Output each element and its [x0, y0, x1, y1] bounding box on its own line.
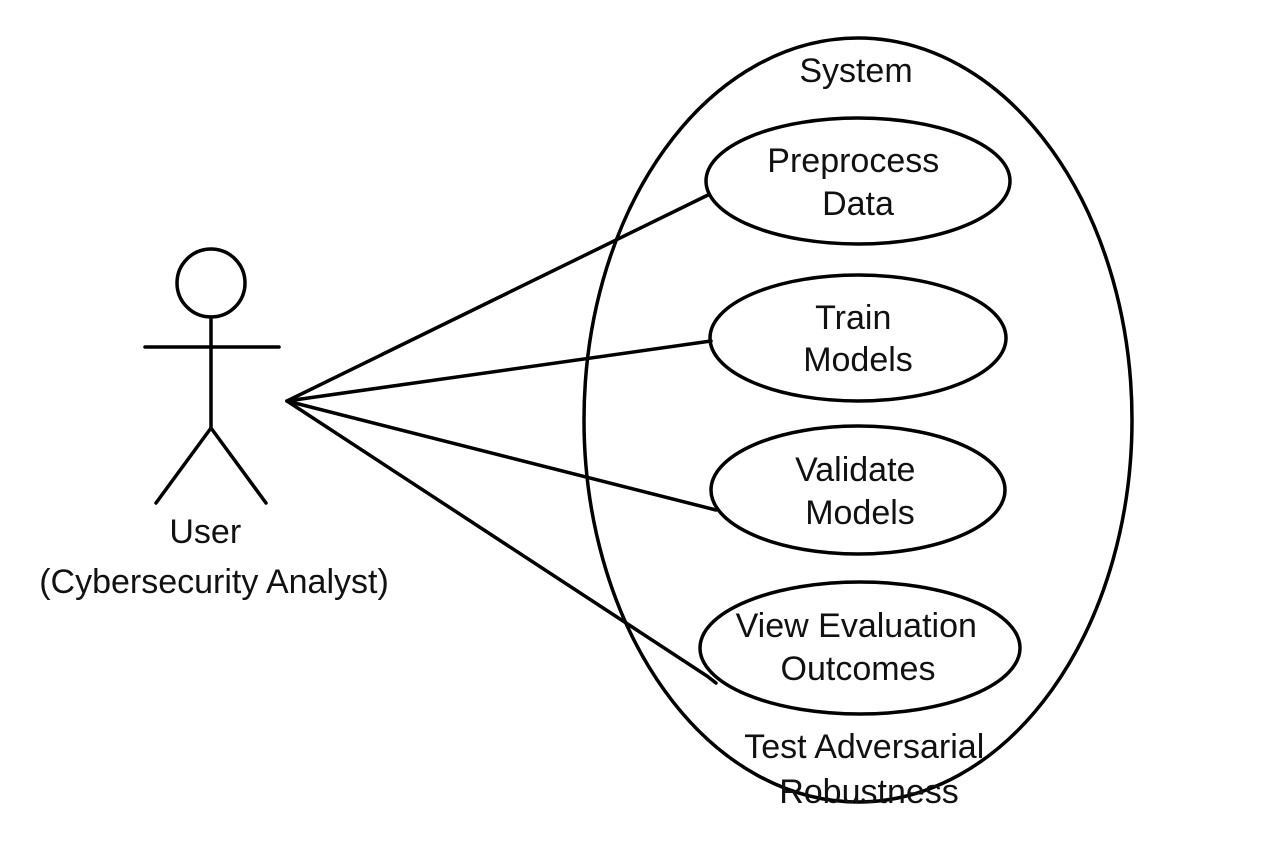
- use-case-label-line1: Preprocess: [767, 142, 939, 180]
- use-case-label-line1: Train: [815, 299, 891, 337]
- use-case-label-line2: Models: [803, 341, 913, 379]
- actor-role: (Cybersecurity Analyst): [39, 563, 389, 601]
- use-case-label-line1: View Evaluation: [736, 607, 977, 645]
- use-case-label: View Evaluation Outcomes: [736, 607, 987, 688]
- use-case-preprocess-data: Preprocess Data: [704, 116, 1012, 246]
- actor-label: User (Cybersecurity Analyst): [39, 513, 389, 601]
- use-case-train-models: Train Models: [708, 273, 1008, 403]
- use-case-label-line2: Outcomes: [781, 650, 936, 688]
- use-case-label: Train Models: [803, 299, 913, 379]
- use-case-oval: [709, 424, 1007, 556]
- actor-name: User: [169, 513, 241, 551]
- system-label: System: [799, 52, 912, 90]
- actor-right-leg: [209, 426, 268, 505]
- actor-left-leg: [154, 426, 213, 505]
- use-case-label-line1: Test Adversarial: [744, 728, 984, 766]
- association-line-train: [285, 339, 713, 403]
- use-case-oval: [704, 116, 1012, 246]
- actor-head: [175, 247, 247, 319]
- association-line-view-evaluation: [285, 399, 718, 685]
- use-case-label-line2: Data: [822, 185, 894, 223]
- use-case-label-line2: Models: [805, 494, 915, 532]
- system-boundary: [582, 36, 1134, 804]
- use-case-test-adversarial-robustness: Test Adversarial Robustness: [744, 728, 993, 811]
- use-case-label-line1: Validate: [795, 451, 915, 489]
- use-case-validate-models: Validate Models: [709, 424, 1007, 556]
- use-case-oval: [708, 273, 1008, 403]
- use-case-label-line2: Robustness: [779, 773, 959, 811]
- association-line-preprocess: [285, 193, 710, 403]
- use-case-oval: [698, 580, 1022, 716]
- use-case-view-evaluation-outcomes: View Evaluation Outcomes: [698, 580, 1022, 716]
- association-lines: [285, 193, 718, 685]
- use-case-label: Validate Models: [795, 451, 925, 532]
- use-case-label: Preprocess Data: [767, 142, 948, 223]
- association-line-validate: [285, 399, 718, 512]
- actor-figure: [143, 247, 281, 505]
